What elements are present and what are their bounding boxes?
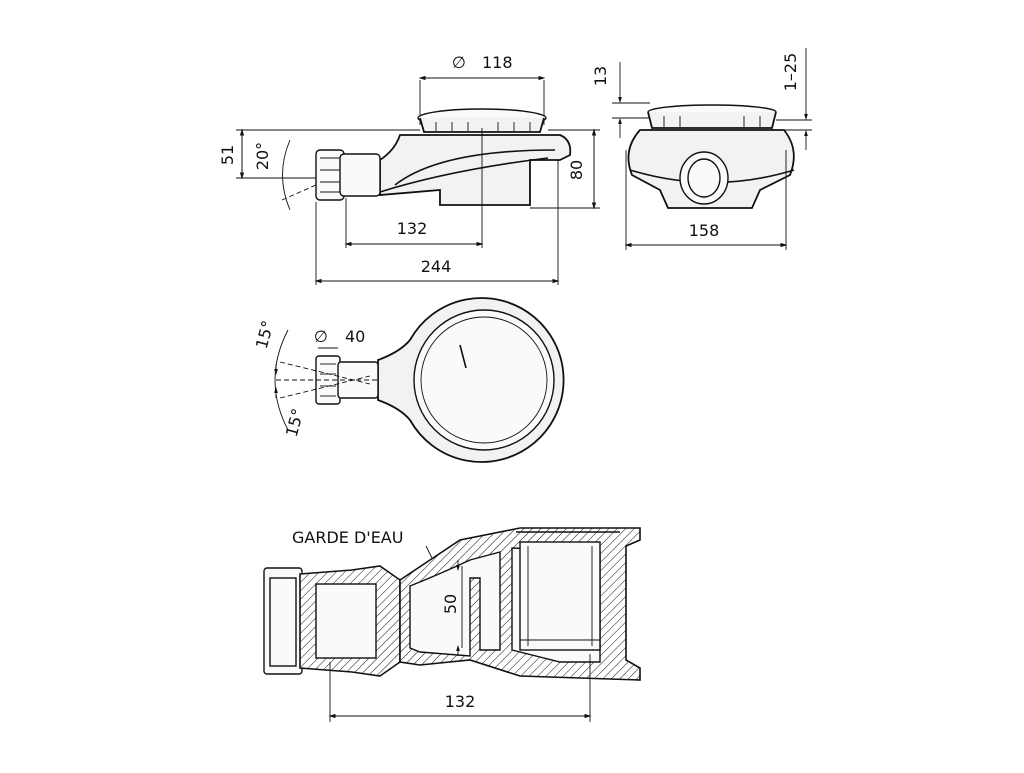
top-view: 15° 15° ∅ 40 <box>252 297 565 463</box>
front-dim-13: 13 <box>591 66 610 86</box>
side-view: ∅ 118 51 20° 80 <box>218 53 600 285</box>
section-label-garde-deau: GARDE D'EAU <box>292 528 403 547</box>
side-diameter-118: 118 <box>482 53 513 72</box>
side-angle-20: 20° <box>253 142 272 170</box>
front-dim-158: 158 <box>689 221 720 240</box>
front-view: 13 1–25 158 <box>591 48 812 250</box>
section-dim-132: 132 <box>445 692 476 711</box>
section-view: GARDE D'EAU 50 132 <box>263 527 641 722</box>
front-dim-1-25: 1–25 <box>781 53 800 92</box>
side-height-80: 80 <box>567 160 586 180</box>
section-dim-50: 50 <box>441 594 460 614</box>
side-dim-132: 132 <box>397 219 428 238</box>
side-dim-244: 244 <box>421 257 452 276</box>
top-angle-15-upper: 15° <box>252 318 278 350</box>
top-diameter-40: 40 <box>345 327 365 346</box>
side-height-51: 51 <box>218 145 237 165</box>
top-diameter-symbol: ∅ <box>314 327 328 346</box>
top-angle-15-lower: 15° <box>282 406 308 438</box>
side-diameter-symbol: ∅ <box>452 53 466 72</box>
